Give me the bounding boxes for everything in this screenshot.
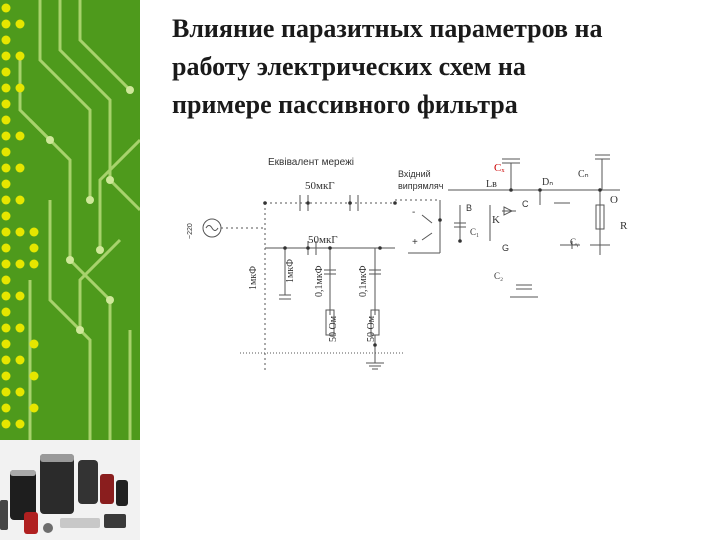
cap-01mkf-a-label: 0,1мкФ bbox=[314, 265, 325, 297]
label-lb: Lв bbox=[486, 179, 497, 190]
label-b: B bbox=[466, 203, 472, 213]
circuit-traces-decoration bbox=[1, 0, 140, 440]
label-r: R bbox=[620, 220, 628, 232]
res-50-b-label: 50 Ом bbox=[366, 315, 377, 342]
label-c: C bbox=[522, 199, 529, 209]
ac-source-label: ~220 bbox=[187, 223, 194, 239]
rectifier-label-line-1: Вхідний bbox=[398, 169, 431, 179]
res-50-a-label: 50 Ом bbox=[328, 315, 339, 342]
label-c1: C₁ bbox=[470, 227, 479, 237]
slide-title: Влияние паразитных параметров на работу … bbox=[172, 10, 712, 124]
title-line-2: работу электрических схем на bbox=[172, 52, 526, 81]
label-plus: + bbox=[412, 237, 418, 248]
label-g: G bbox=[502, 243, 509, 253]
capacitors-illustration bbox=[0, 440, 140, 540]
label-k: K bbox=[492, 214, 500, 226]
label-dn: Dₙ bbox=[542, 177, 553, 188]
rectifier-label-line-2: випрямляч bbox=[398, 181, 444, 191]
title-line-1: Влияние паразитных параметров на bbox=[172, 14, 603, 43]
label-cy: Cᵧ bbox=[570, 237, 579, 248]
capacitors-photo bbox=[0, 440, 140, 540]
filter-schematic: Еквівалент мережі Вхідний випрямляч ~220… bbox=[187, 154, 628, 370]
label-o: O bbox=[610, 194, 618, 206]
label-c2: C₂ bbox=[494, 271, 503, 281]
cap-50mkf-mid-label: 50мкГ bbox=[308, 234, 338, 246]
circuit-board-sidebar bbox=[0, 0, 140, 440]
cap-50mkf-top-label: 50мкГ bbox=[305, 180, 335, 192]
cap-1mkf-a-label: 1мкФ bbox=[248, 266, 259, 290]
label-minus: - bbox=[412, 207, 415, 218]
title-line-3: примере пассивного фильтра bbox=[172, 90, 518, 119]
label-cn: Cₙ bbox=[578, 169, 589, 180]
label-cx: Cₓ bbox=[494, 162, 505, 174]
network-equivalent-label: Еквівалент мережі bbox=[268, 157, 354, 168]
cap-1mkf-b-label: 1мкФ bbox=[285, 259, 296, 283]
cap-01mkf-b-label: 0,1мкФ bbox=[358, 265, 369, 297]
